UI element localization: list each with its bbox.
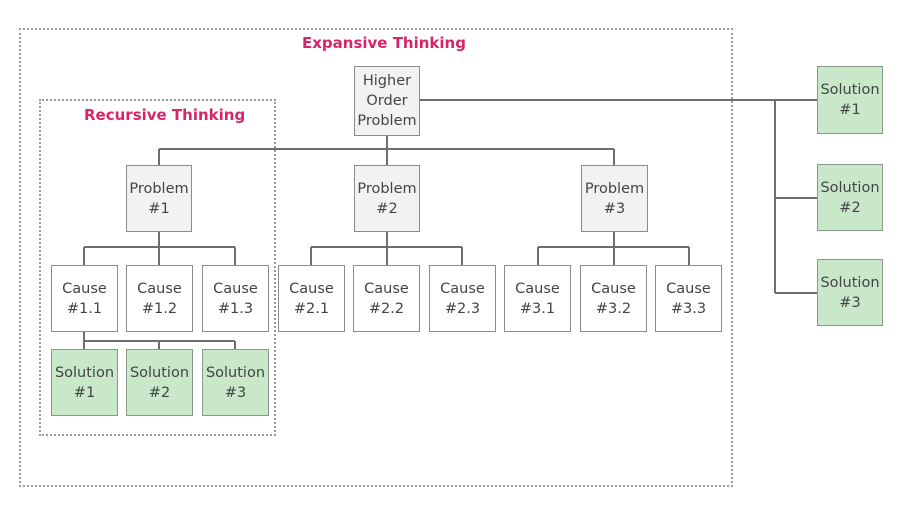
recursive-solution-2-node: Solution #2 bbox=[126, 349, 193, 416]
problem-2-node: Problem #2 bbox=[354, 165, 420, 232]
recursive-solution-3-node: Solution #3 bbox=[202, 349, 269, 416]
expansive-thinking-frame bbox=[19, 28, 733, 487]
problem-3-node: Problem #3 bbox=[581, 165, 648, 232]
cause-2-2-node: Cause #2.2 bbox=[353, 265, 420, 332]
cause-2-3-node: Cause #2.3 bbox=[429, 265, 496, 332]
cause-3-3-node: Cause #3.3 bbox=[655, 265, 722, 332]
expansive-solution-3-node: Solution #3 bbox=[817, 259, 883, 326]
expansive-thinking-title: Expansive Thinking bbox=[302, 34, 466, 52]
expansive-solution-2-node: Solution #2 bbox=[817, 164, 883, 231]
cause-1-1-node: Cause #1.1 bbox=[51, 265, 118, 332]
cause-1-3-node: Cause #1.3 bbox=[202, 265, 269, 332]
problem-1-node: Problem #1 bbox=[126, 165, 192, 232]
recursive-solution-1-node: Solution #1 bbox=[51, 349, 118, 416]
expansive-solution-1-node: Solution #1 bbox=[817, 66, 883, 134]
cause-1-2-node: Cause #1.2 bbox=[126, 265, 193, 332]
cause-3-2-node: Cause #3.2 bbox=[580, 265, 647, 332]
higher-order-problem-node: Higher Order Problem bbox=[354, 66, 420, 136]
recursive-thinking-frame bbox=[39, 99, 276, 436]
cause-2-1-node: Cause #2.1 bbox=[278, 265, 345, 332]
cause-3-1-node: Cause #3.1 bbox=[504, 265, 571, 332]
recursive-thinking-title: Recursive Thinking bbox=[84, 106, 246, 124]
